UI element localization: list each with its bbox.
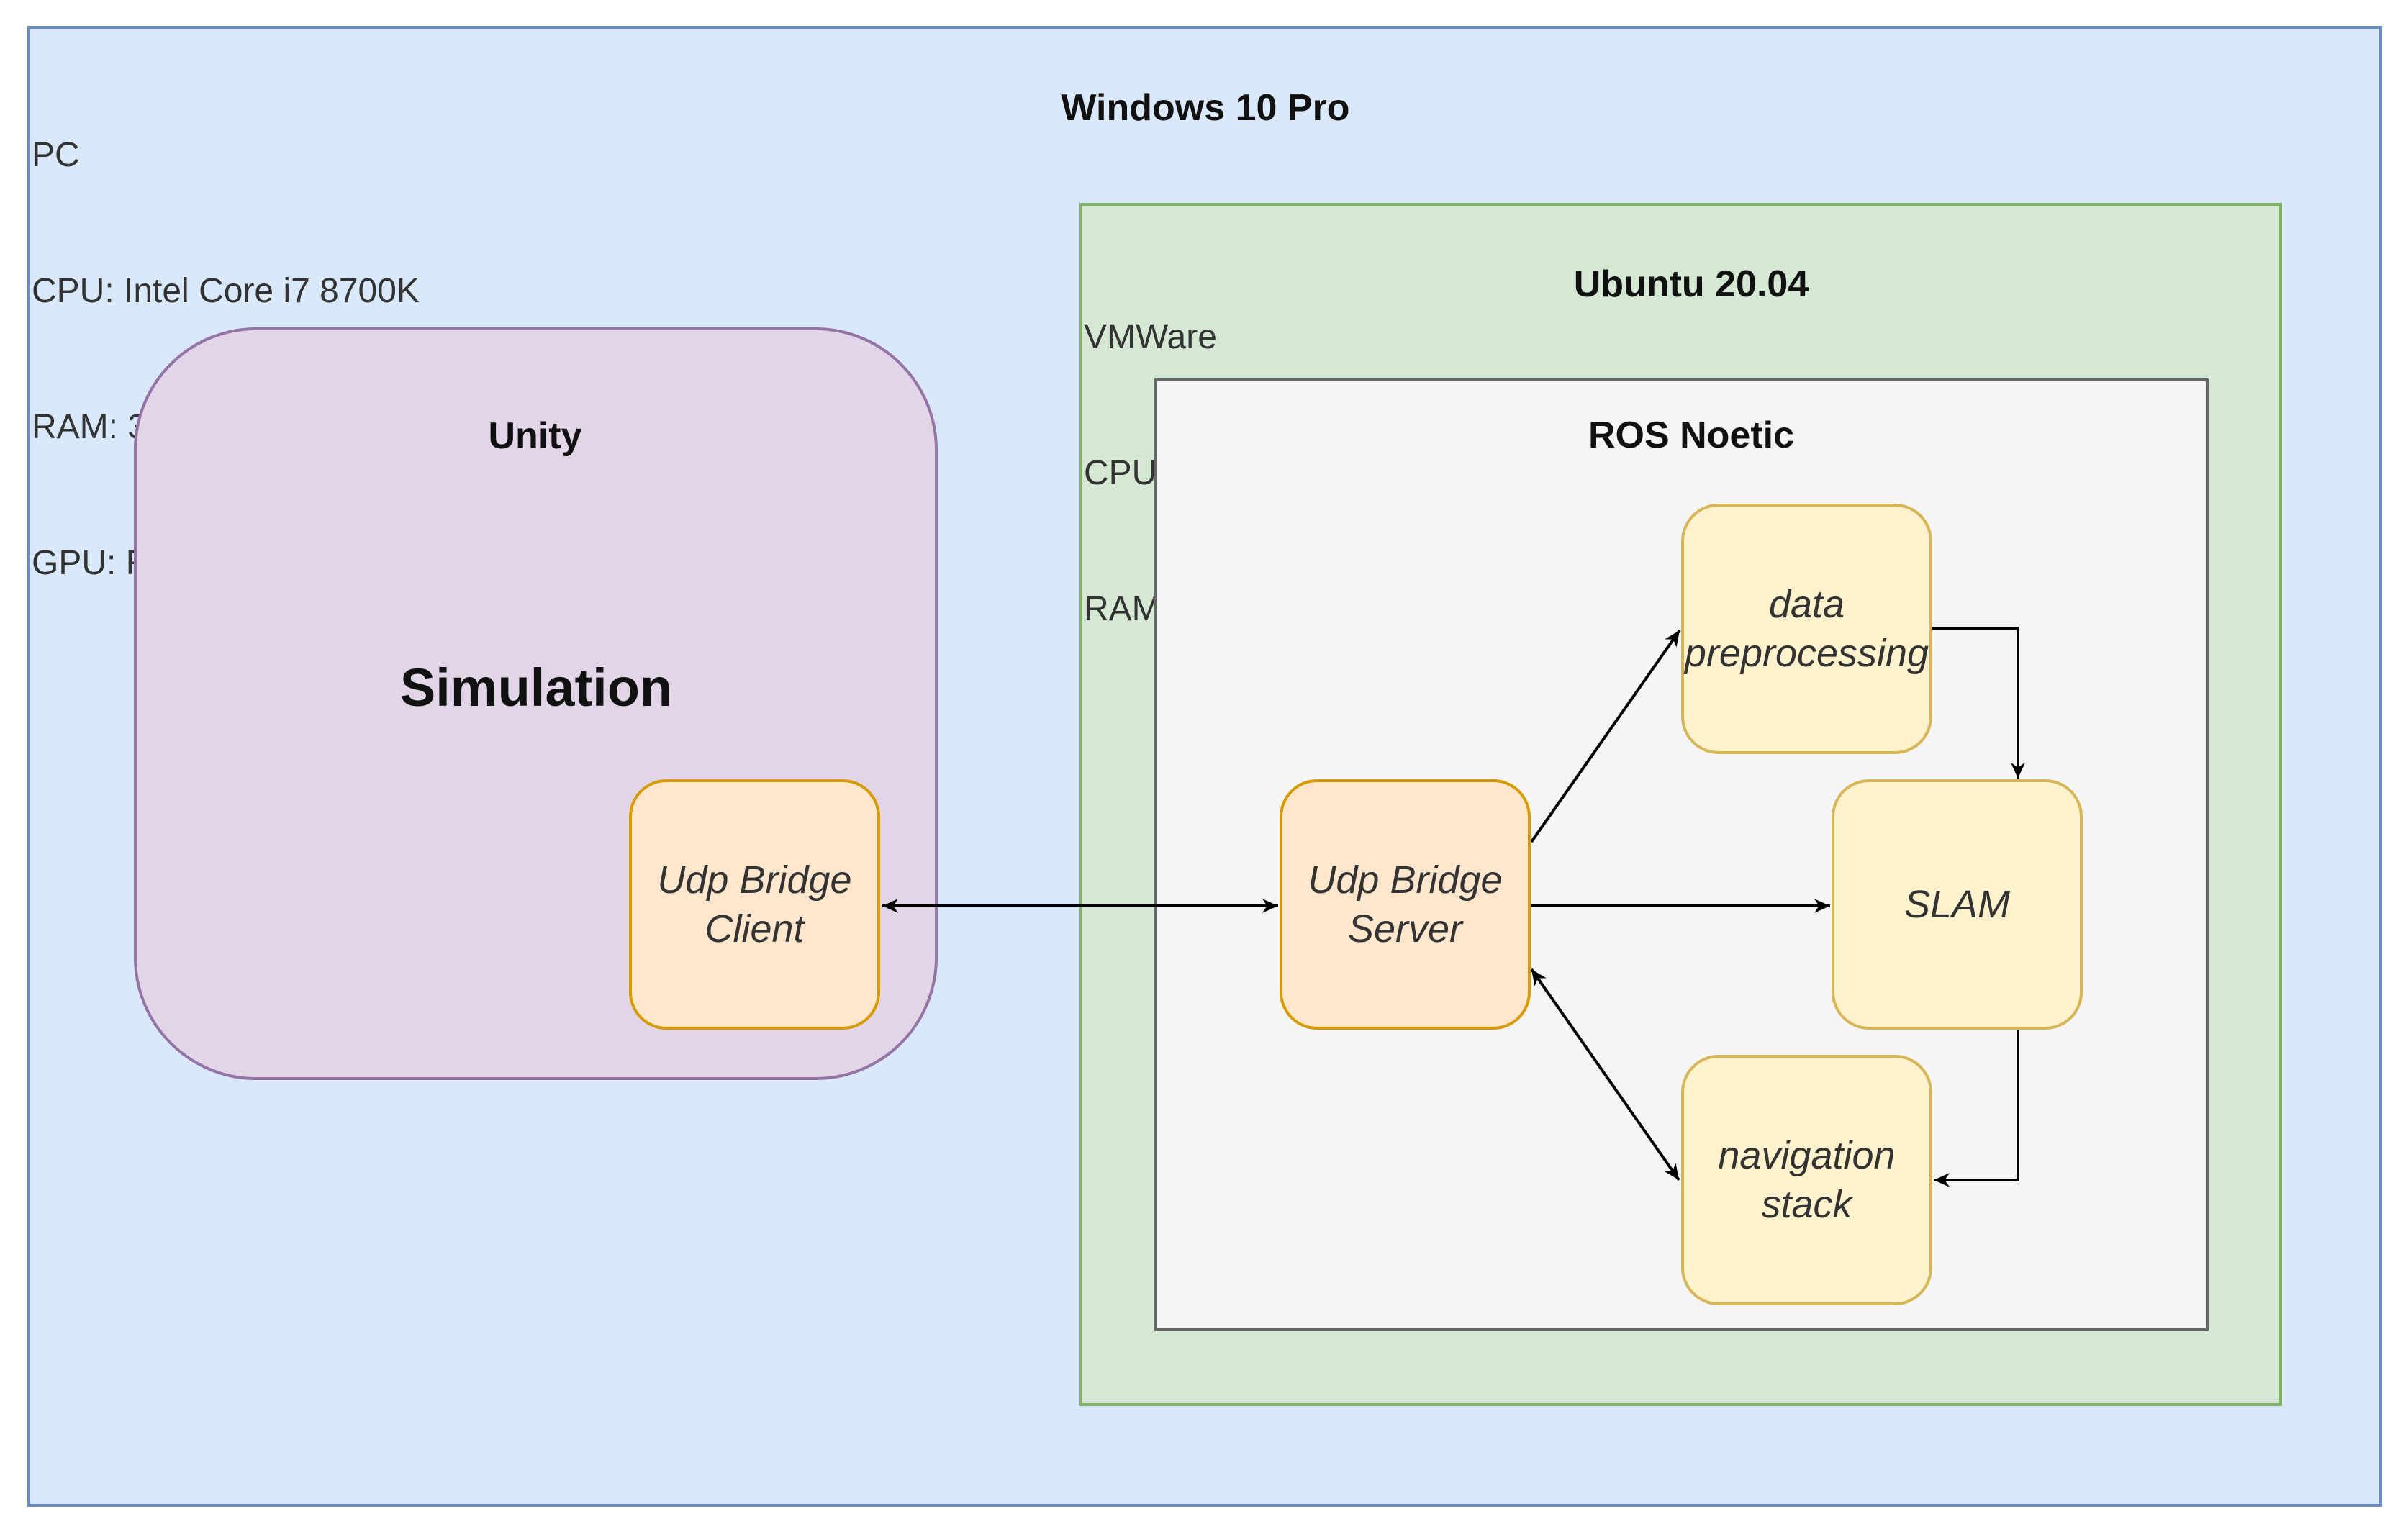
node-label-line: preprocessing bbox=[1684, 632, 1929, 675]
edge-slam-navigation bbox=[1934, 1030, 2019, 1187]
edge-preprocessing-slam bbox=[1931, 627, 2025, 779]
node-label-line: Udp Bridge bbox=[1308, 858, 1503, 902]
navigation-stack-node[interactable]: navigation stack bbox=[1681, 1055, 1932, 1305]
slam-label: SLAM bbox=[1904, 880, 2010, 929]
vm-spec-line: VMWare bbox=[1084, 318, 1217, 356]
windows-title: Windows 10 Pro bbox=[1061, 87, 1350, 129]
edge-server-navigation bbox=[1530, 968, 1680, 1181]
node-label-line: navigation bbox=[1718, 1134, 1896, 1177]
node-label-line: Server bbox=[1347, 907, 1463, 950]
ubuntu-title: Ubuntu 20.04 bbox=[1573, 263, 1809, 305]
udp-bridge-client-node[interactable]: Udp Bridge Client bbox=[629, 779, 880, 1030]
data-preprocessing-node[interactable]: data preprocessing bbox=[1681, 504, 1932, 754]
ros-title: ROS Noetic bbox=[1588, 414, 1795, 456]
unity-title: Unity bbox=[488, 415, 582, 457]
node-label-line: stack bbox=[1761, 1183, 1852, 1226]
node-label-line: Client bbox=[705, 907, 805, 950]
data-preprocessing-label: data preprocessing bbox=[1685, 580, 1929, 678]
edge-server-preprocessing bbox=[1530, 629, 1681, 843]
node-label-line: data bbox=[1768, 583, 1845, 626]
node-label-line: SLAM bbox=[1904, 883, 2011, 926]
udp-bridge-server-label: Udp Bridge Server bbox=[1308, 856, 1502, 953]
udp-bridge-server-node[interactable]: Udp Bridge Server bbox=[1280, 779, 1531, 1030]
pc-spec-line: CPU: Intel Core i7 8700K bbox=[32, 272, 420, 310]
udp-bridge-client-label: Udp Bridge Client bbox=[657, 856, 851, 953]
simulation-title: Simulation bbox=[399, 658, 673, 717]
slam-node[interactable]: SLAM bbox=[1832, 779, 2083, 1030]
node-label-line: Udp Bridge bbox=[657, 858, 852, 902]
pc-spec-line: PC bbox=[32, 136, 80, 174]
navigation-stack-label: navigation stack bbox=[1718, 1131, 1895, 1229]
